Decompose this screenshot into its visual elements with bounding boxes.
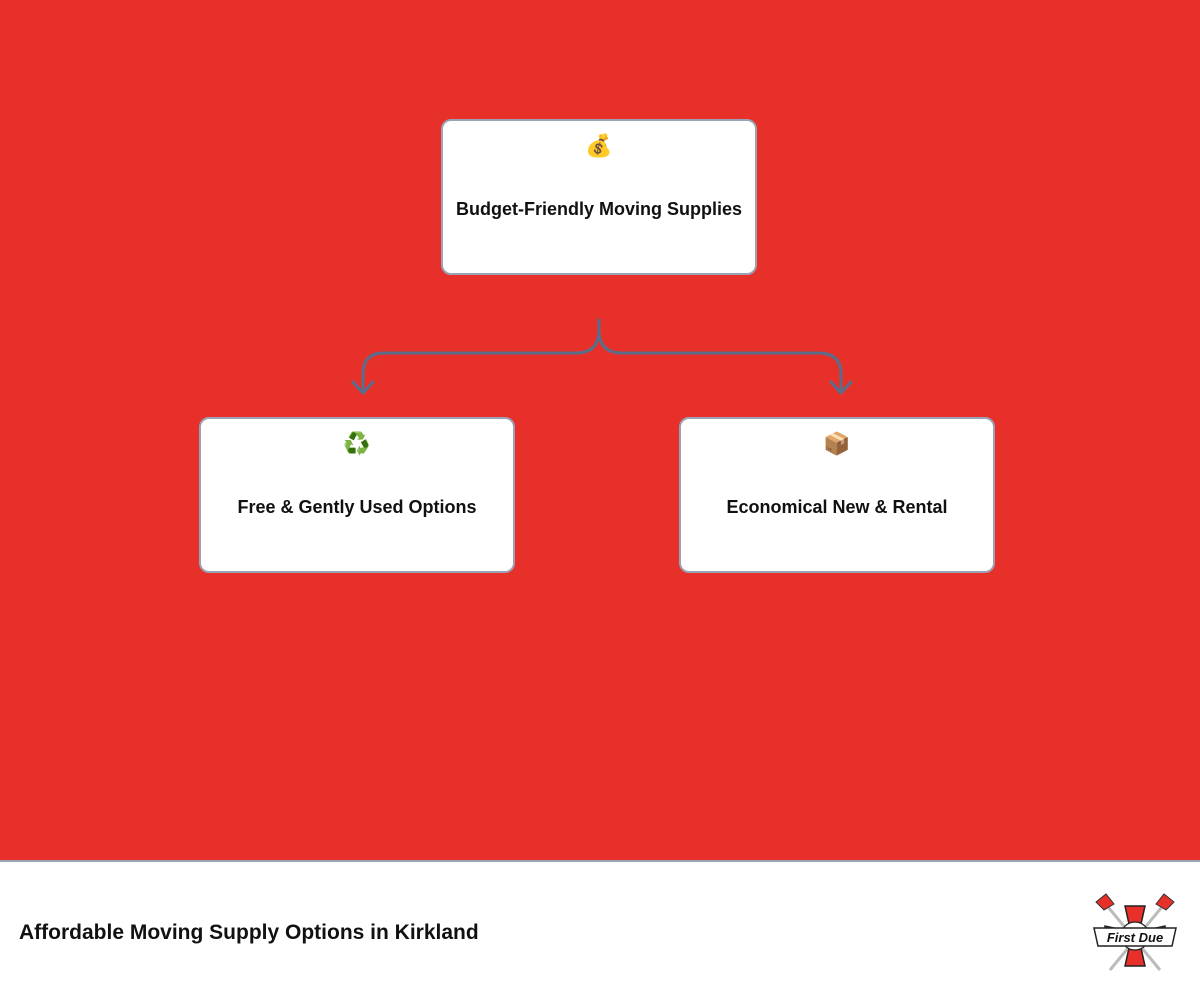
arrow-head-right — [829, 380, 853, 395]
logo-text: First Due — [1107, 930, 1163, 945]
node-free-used: ♻️ Free & Gently Used Options — [199, 417, 515, 573]
diagram-canvas: 💰 Budget-Friendly Moving Supplies ♻️ Fre… — [0, 0, 1200, 860]
arrow-head-left — [351, 380, 375, 395]
connector-lines — [351, 318, 853, 395]
recycle-icon: ♻️ — [343, 432, 371, 457]
node-label: Free & Gently Used Options — [237, 497, 477, 517]
money-bag-icon: 💰 — [585, 134, 613, 159]
node-budget-friendly: 💰 Budget-Friendly Moving Supplies — [441, 119, 757, 275]
node-label: Economical New & Rental — [726, 497, 948, 517]
connector-branch — [361, 318, 601, 394]
node-new-rental: 📦 Economical New & Rental — [679, 417, 995, 573]
connector-branch — [597, 318, 843, 394]
footer-title: Affordable Moving Supply Options in Kirk… — [19, 921, 479, 944]
node-label: Budget-Friendly Moving Supplies — [455, 199, 742, 219]
package-icon: 📦 — [823, 432, 851, 457]
first-due-logo[interactable]: First Due — [1090, 892, 1180, 976]
footer: Affordable Moving Supply Options in Kirk… — [0, 860, 1200, 1000]
